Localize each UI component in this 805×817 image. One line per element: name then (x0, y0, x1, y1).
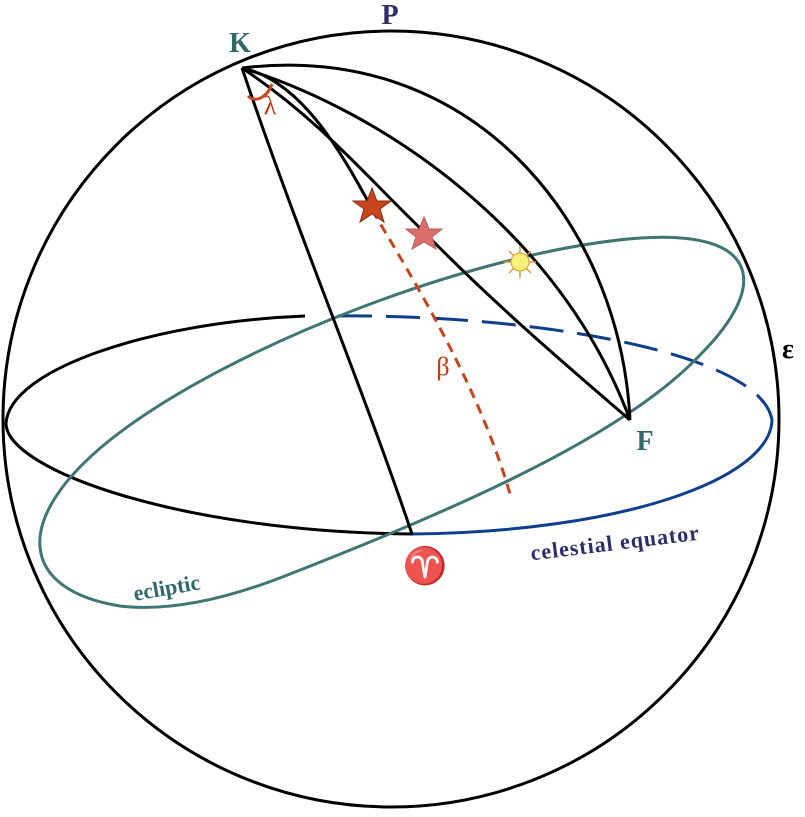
meridian-k-to-aries (240, 67, 414, 535)
beta-label: β (436, 352, 449, 381)
ecliptic-latitude-arc (370, 209, 512, 495)
equator-ellipse-back-left (4, 314, 306, 425)
celestial-equator-front (411, 419, 774, 536)
ecliptic-ellipse (38, 235, 746, 609)
arc-star-to-f (416, 224, 631, 422)
pole-k-label: K (229, 28, 251, 59)
star-icon (351, 186, 393, 224)
celestial-equator-back-dashed (337, 314, 774, 421)
meridian-k-to-f-inner (241, 66, 632, 421)
celestial-sphere-outline (1, 29, 781, 809)
projected-star-icon (404, 215, 444, 251)
equator-ellipse-front-left (4, 423, 413, 536)
celestial-equator-label: celestial equator (529, 520, 701, 566)
point-f-label: F (636, 426, 653, 457)
meridian-k-to-f-outer (241, 63, 632, 421)
sun-icon (504, 246, 536, 278)
arc-k-to-star-top (241, 66, 372, 206)
lambda-label: λ (264, 91, 277, 120)
ecliptic-label: ecliptic (131, 569, 202, 605)
aries-symbol: ♈ (403, 545, 448, 586)
obliquity-label: ε (782, 334, 794, 365)
pole-p-label: P (381, 0, 398, 31)
lambda-angle-arc (246, 83, 274, 101)
